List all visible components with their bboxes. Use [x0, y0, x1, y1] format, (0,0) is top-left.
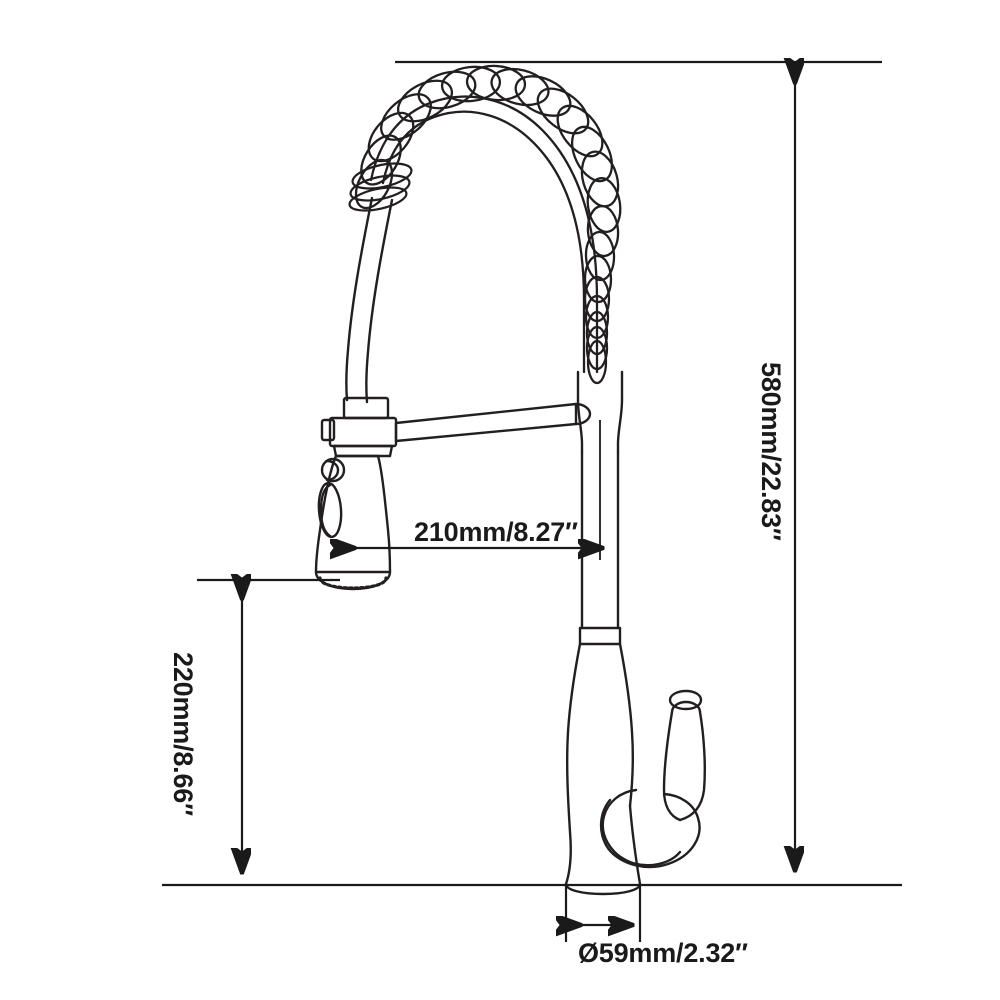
swivel-arm [394, 402, 592, 443]
hose-collar-coil [348, 162, 413, 212]
dimension-base-diameter [566, 886, 642, 942]
dimension-label-spout-reach: 210mm/8.27″ [414, 517, 578, 547]
dimension-label-base-diameter: Ø59mm/2.32″ [578, 938, 748, 968]
dimension-spout-reach [352, 420, 600, 560]
dimension-spout-height [162, 580, 500, 887]
spray-head [314, 444, 394, 591]
dimension-label-overall-height: 580mm/22.83″ [756, 362, 786, 541]
lever-handle [599, 689, 706, 869]
dimension-overall-height [395, 62, 902, 887]
coil-spring [354, 64, 622, 385]
column-body [564, 370, 642, 896]
flexible-hose [345, 196, 394, 404]
swivel-arm-joint [320, 396, 398, 448]
dimension-label-spout-height: 220mm/8.66″ [168, 652, 198, 816]
